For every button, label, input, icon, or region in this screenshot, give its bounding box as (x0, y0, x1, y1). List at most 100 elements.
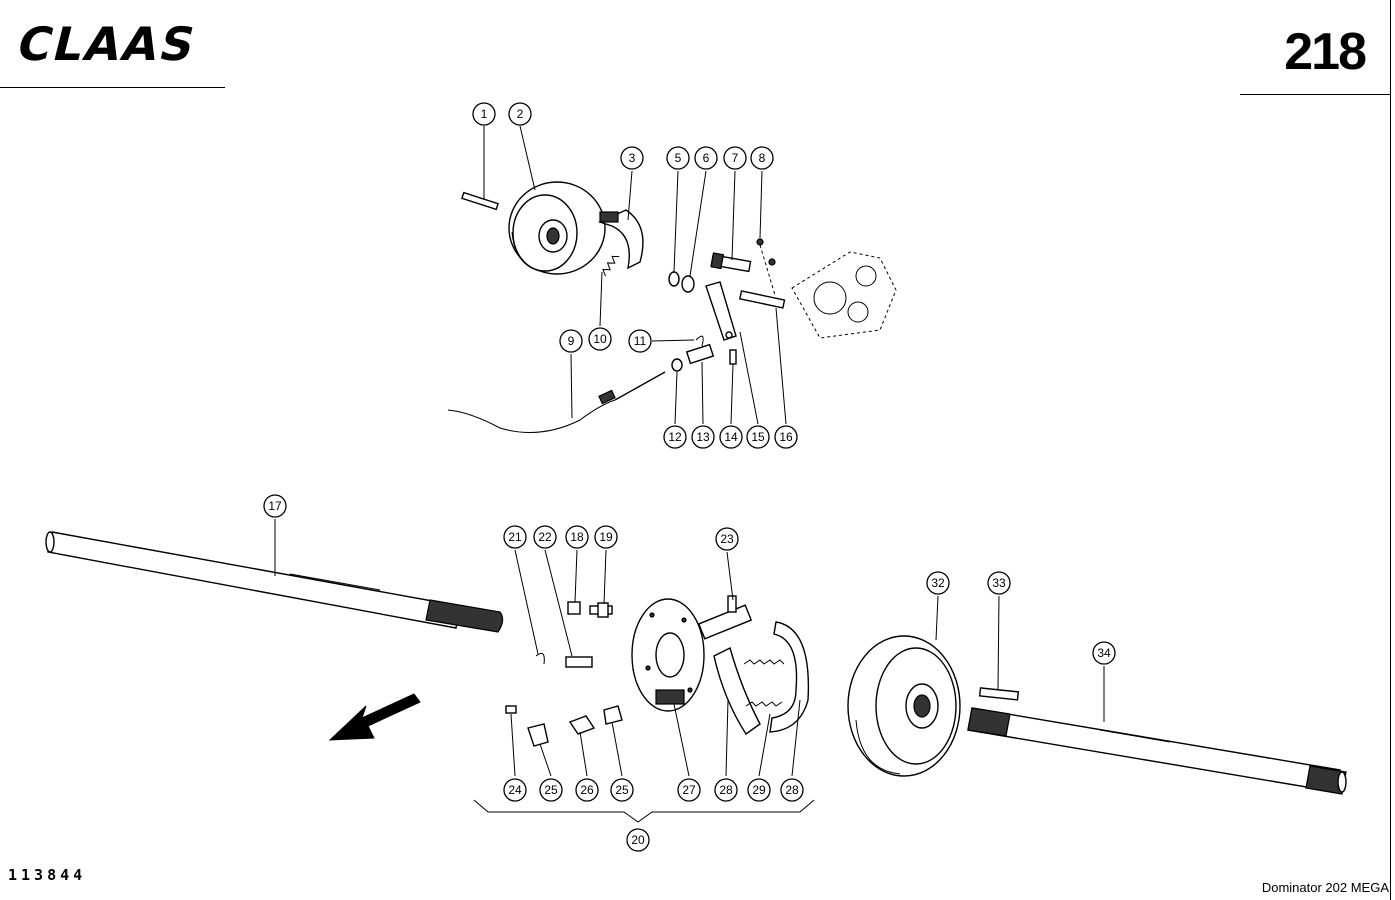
nut-part-12 (671, 358, 683, 372)
svg-text:29: 29 (752, 783, 766, 797)
svg-text:16: 16 (779, 430, 793, 444)
callout-25-left: 25 (539, 778, 563, 802)
callout-22: 22 (533, 525, 557, 549)
callout-28-left: 28 (714, 778, 738, 802)
svg-text:22: 22 (538, 530, 552, 544)
spring-pin-part (535, 652, 545, 665)
callout-19: 19 (594, 525, 618, 549)
svg-text:34: 34 (1097, 646, 1111, 660)
svg-text:24: 24 (508, 783, 522, 797)
svg-text:20: 20 (631, 833, 645, 847)
drawing-number: 113844 (8, 866, 87, 884)
callout-3: 3 (620, 146, 644, 170)
axle-shaft-right (967, 707, 1347, 795)
callout-28-right: 28 (780, 778, 804, 802)
return-spring-upper (743, 659, 785, 665)
brake-cable (447, 371, 666, 433)
cap-part-25-right (603, 705, 623, 725)
svg-text:5: 5 (675, 151, 682, 165)
svg-text:14: 14 (724, 430, 738, 444)
pin-part-14 (729, 349, 737, 365)
svg-text:32: 32 (931, 576, 945, 590)
page-number: 218 (1284, 23, 1367, 81)
pin-part (461, 191, 499, 211)
callout-5: 5 (666, 146, 690, 170)
small-ball-part (756, 238, 764, 246)
frame-top-left-line (0, 87, 225, 88)
svg-text:28: 28 (785, 783, 799, 797)
svg-text:1: 1 (481, 107, 488, 121)
pin-part-24 (505, 705, 517, 714)
callout-20: 20 (626, 828, 650, 852)
svg-text:27: 27 (682, 783, 696, 797)
callout-11: 11 (628, 329, 652, 353)
callout-15: 15 (746, 425, 770, 449)
svg-text:26: 26 (580, 783, 594, 797)
frame-right-border (1390, 0, 1391, 900)
callout-21: 21 (503, 525, 527, 549)
svg-text:15: 15 (751, 430, 765, 444)
svg-text:2: 2 (517, 107, 524, 121)
callout-1: 1 (472, 102, 496, 126)
adjuster-part (565, 656, 593, 668)
clip-part (695, 335, 704, 347)
shaft-part-16 (738, 290, 786, 309)
brake-drum-top (508, 181, 606, 275)
callout-17: 17 (263, 494, 287, 518)
travel-direction-arrow (328, 693, 421, 741)
svg-text:28: 28 (719, 783, 733, 797)
washer-part-6 (681, 275, 695, 293)
callout-24: 24 (503, 778, 527, 802)
gear-housing (791, 251, 897, 339)
callout-26: 26 (575, 778, 599, 802)
cap-part-25-left (527, 723, 549, 747)
return-spring-lower (745, 701, 783, 707)
svg-text:17: 17 (268, 499, 282, 513)
callout-18: 18 (565, 525, 589, 549)
svg-text:25: 25 (615, 783, 629, 797)
callout-33: 33 (987, 571, 1011, 595)
svg-text:3: 3 (629, 151, 636, 165)
callout-34: 34 (1092, 641, 1116, 665)
callout-25-right: 25 (610, 778, 634, 802)
machine-model: Dominator 202 MEGA (1261, 880, 1389, 895)
callout-6: 6 (694, 146, 718, 170)
callout-14: 14 (719, 425, 743, 449)
wheel-cylinder (697, 595, 753, 640)
callout-7: 7 (723, 146, 747, 170)
svg-text:18: 18 (570, 530, 584, 544)
spring-part (602, 255, 620, 277)
leader-lines (274, 125, 1105, 777)
svg-text:11: 11 (634, 334, 647, 348)
callout-27: 27 (677, 778, 701, 802)
bolt-part-7 (710, 252, 752, 273)
logo-lettering: CLAAS (12, 22, 203, 66)
svg-text:21: 21 (508, 530, 522, 544)
svg-text:8: 8 (759, 151, 766, 165)
callout-2: 2 (508, 102, 532, 126)
washer-part-5 (668, 271, 680, 287)
axle-shaft-left (45, 531, 504, 633)
svg-text:10: 10 (593, 332, 607, 346)
bolt-part-33 (978, 687, 1020, 701)
brake-backing-plate (631, 598, 705, 712)
callout-12: 12 (663, 425, 687, 449)
svg-text:12: 12 (668, 430, 682, 444)
brake-drum-right (847, 635, 961, 777)
small-nut-part (768, 258, 776, 266)
svg-text:23: 23 (720, 532, 734, 546)
svg-text:9: 9 (568, 334, 575, 348)
callout-9: 9 (559, 329, 583, 353)
svg-text:6: 6 (703, 151, 710, 165)
bolt-part-19 (589, 602, 613, 618)
claas-logo: CLAAS (10, 19, 232, 72)
callout-8: 8 (750, 146, 774, 170)
svg-text:13: 13 (696, 430, 710, 444)
callout-23: 23 (715, 527, 739, 551)
callout-32: 32 (926, 571, 950, 595)
callout-13: 13 (691, 425, 715, 449)
callout-10: 10 (588, 327, 612, 351)
brake-shoe-top (598, 209, 644, 270)
svg-text:19: 19 (599, 530, 613, 544)
